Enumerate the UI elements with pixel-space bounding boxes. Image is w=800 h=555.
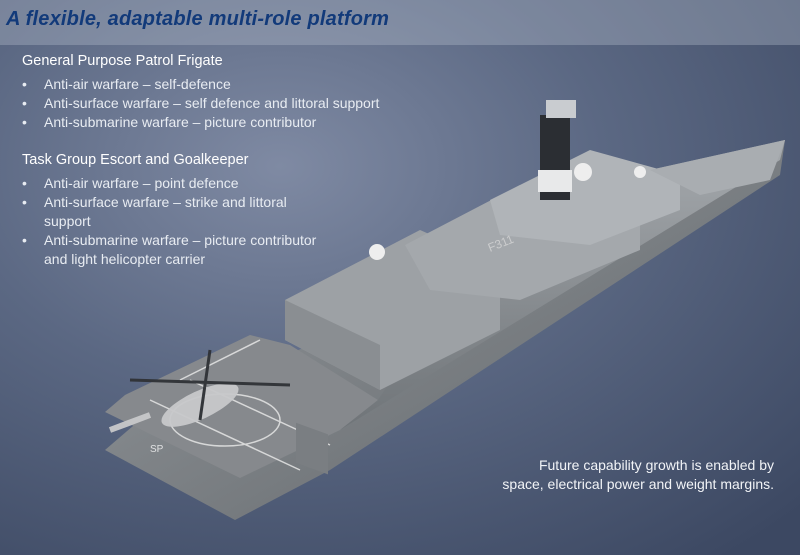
section-heading-task-group: Task Group Escort and Goalkeeper xyxy=(22,152,249,168)
list-item: Anti-air warfare – point defence xyxy=(22,174,322,193)
capability-caption: Future capability growth is enabled by s… xyxy=(502,457,774,492)
page-title: A flexible, adaptable multi-role platfor… xyxy=(6,8,390,30)
list-item: Anti-air warfare – self-defence xyxy=(22,75,442,94)
list-item: Anti-surface warfare – strike and littor… xyxy=(22,193,322,231)
svg-text:SP: SP xyxy=(150,444,164,455)
section-heading-general-purpose: General Purpose Patrol Frigate xyxy=(22,53,223,69)
list-item: Anti-surface warfare – self defence and … xyxy=(22,94,442,113)
bow xyxy=(650,140,785,195)
list-item: Anti-submarine warfare – picture contrib… xyxy=(22,113,442,132)
list-item: Anti-submarine warfare – picture contrib… xyxy=(22,231,322,269)
fore-deck xyxy=(340,140,785,430)
helicopter: SP xyxy=(108,349,291,455)
section-bullets-task-group: Anti-air warfare – point defence Anti-su… xyxy=(22,174,322,269)
section-bullets-general-purpose: Anti-air warfare – self-defence Anti-sur… xyxy=(22,75,442,132)
